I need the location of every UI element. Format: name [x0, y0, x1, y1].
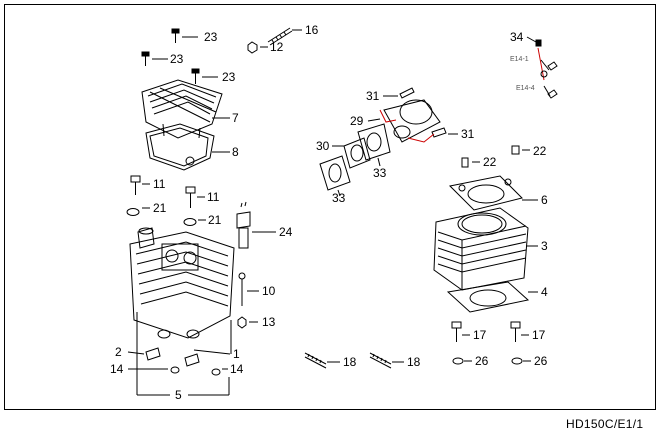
stud-10 [238, 272, 259, 306]
callout-23-c: 23 [222, 70, 236, 84]
cylinder-head-gasket-6 [448, 175, 538, 211]
callout-26-b: 26 [534, 354, 548, 368]
diagram-code: HD150C/E1/1 [566, 417, 644, 431]
callout-29: 29 [350, 114, 364, 128]
insulator-33-left [319, 155, 351, 197]
callout-22-b: 22 [533, 144, 547, 158]
washer-21-right [183, 218, 206, 226]
dowel-22-right [511, 145, 530, 155]
washer-26-left [452, 357, 472, 365]
callout-24: 24 [279, 225, 293, 239]
callout-17-a: 17 [473, 328, 487, 342]
callout-21-a: 21 [153, 201, 167, 215]
callout-31-a: 31 [366, 89, 380, 103]
callout-26-a: 26 [475, 354, 489, 368]
callout-16: 16 [305, 23, 319, 37]
callout-30: 30 [316, 139, 330, 153]
insulator-33-right [357, 123, 391, 167]
bolt-11-right [185, 186, 205, 208]
bolt-23-middle [141, 51, 168, 66]
callout-5: 5 [175, 388, 182, 402]
callout-8: 8 [232, 145, 239, 159]
bolt-17-left [451, 321, 470, 342]
bolt-31-bottom [431, 127, 458, 138]
stud-16 [267, 27, 302, 46]
bolt-23-top [171, 28, 198, 43]
nut-12 [247, 41, 268, 54]
o-rings-14 [128, 366, 228, 376]
callout-7: 7 [232, 111, 239, 125]
reference-e14-1: E14-1 [510, 56, 529, 63]
callout-6: 6 [541, 193, 548, 207]
cylinder-head-1 [129, 227, 235, 355]
dowel-pins-2 [127, 329, 200, 367]
stud-18-right [369, 352, 404, 369]
bolt-17-right [510, 321, 529, 342]
washer-26-right [511, 357, 531, 365]
intake-manifold-29 [367, 99, 441, 143]
callout-11-b: 11 [207, 190, 220, 204]
bolt-11-left [130, 175, 150, 195]
callout-34: 34 [510, 30, 524, 44]
callout-33-b: 33 [332, 191, 346, 205]
callout-12: 12 [270, 40, 284, 54]
gasket-30 [332, 137, 371, 169]
callout-18-b: 18 [407, 355, 421, 369]
washer-21-left [126, 207, 150, 216]
bracket-5 [136, 312, 230, 396]
bolt-31-top [383, 87, 415, 99]
seal-13 [237, 316, 258, 329]
reference-e14-4: E14-4 [516, 85, 535, 92]
head-cover-7 [141, 79, 230, 139]
callout-13: 13 [262, 315, 276, 329]
bolt-23-lower [191, 68, 218, 84]
callout-22-a: 22 [483, 155, 497, 169]
callout-3: 3 [541, 239, 548, 253]
callout-33-a: 33 [373, 166, 387, 180]
callout-21-b: 21 [208, 213, 222, 227]
fitting-34 [526, 36, 558, 99]
callout-31-b: 31 [461, 127, 475, 141]
dowel-22-left [461, 157, 480, 168]
callout-14-a: 14 [110, 362, 124, 376]
diagram-frame [4, 4, 656, 410]
cylinder-block-3 [433, 207, 538, 291]
tensioner-24 [236, 201, 276, 249]
callout-1: 1 [233, 347, 240, 361]
reference-leaders [379, 47, 545, 143]
head-cover-gasket-8 [145, 123, 230, 171]
callout-14-b: 14 [230, 362, 244, 376]
callout-2: 2 [115, 345, 122, 359]
callout-23-a: 23 [204, 30, 218, 44]
callout-4: 4 [541, 285, 548, 299]
cylinder-base-gasket-4 [446, 281, 538, 313]
stud-18-left [304, 352, 340, 369]
callout-11-a: 11 [153, 177, 166, 191]
callout-10: 10 [262, 284, 276, 298]
callout-17-b: 17 [532, 328, 546, 342]
callout-18-a: 18 [343, 355, 357, 369]
callout-23-b: 23 [170, 52, 184, 66]
